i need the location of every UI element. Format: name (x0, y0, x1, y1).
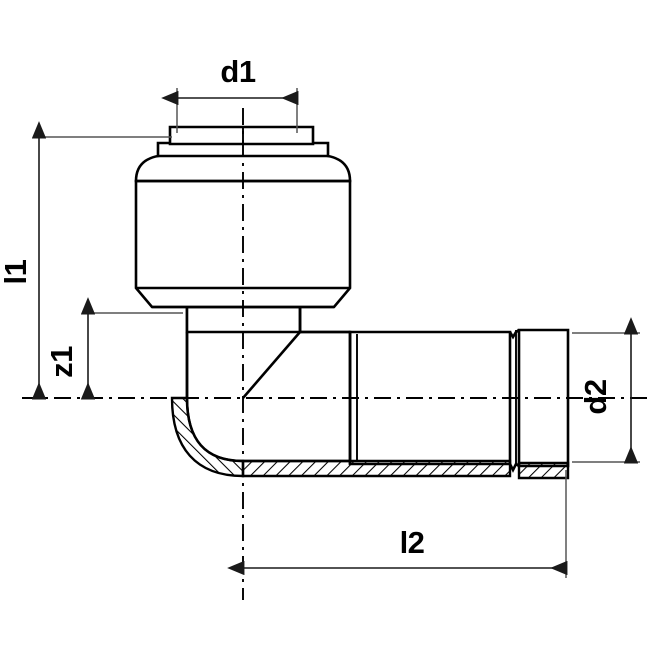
l1-label: l1 (0, 259, 33, 284)
dimension-l2: l2 (227, 470, 568, 578)
center-lines-group (22, 108, 648, 600)
section-hatch-spigot-end (517, 461, 570, 480)
dimension-d1: d1 (161, 54, 299, 133)
spigot-step-notch-top (508, 328, 520, 340)
spigot-step-notch-bottom (508, 462, 520, 473)
dimension-l1: l1 (0, 121, 172, 400)
dimension-d2: d2 (572, 317, 640, 464)
d2-label: d2 (578, 379, 613, 414)
dimension-z1: z1 (44, 297, 183, 400)
d1-label: d1 (220, 54, 255, 89)
fitting-body (134, 125, 570, 480)
socket-mouth-cap (168, 125, 315, 146)
z1-label: z1 (44, 346, 79, 378)
section-hatch-horizontal (241, 459, 512, 478)
l2-label: l2 (400, 525, 425, 560)
elbow-transition-fillet (242, 331, 301, 399)
